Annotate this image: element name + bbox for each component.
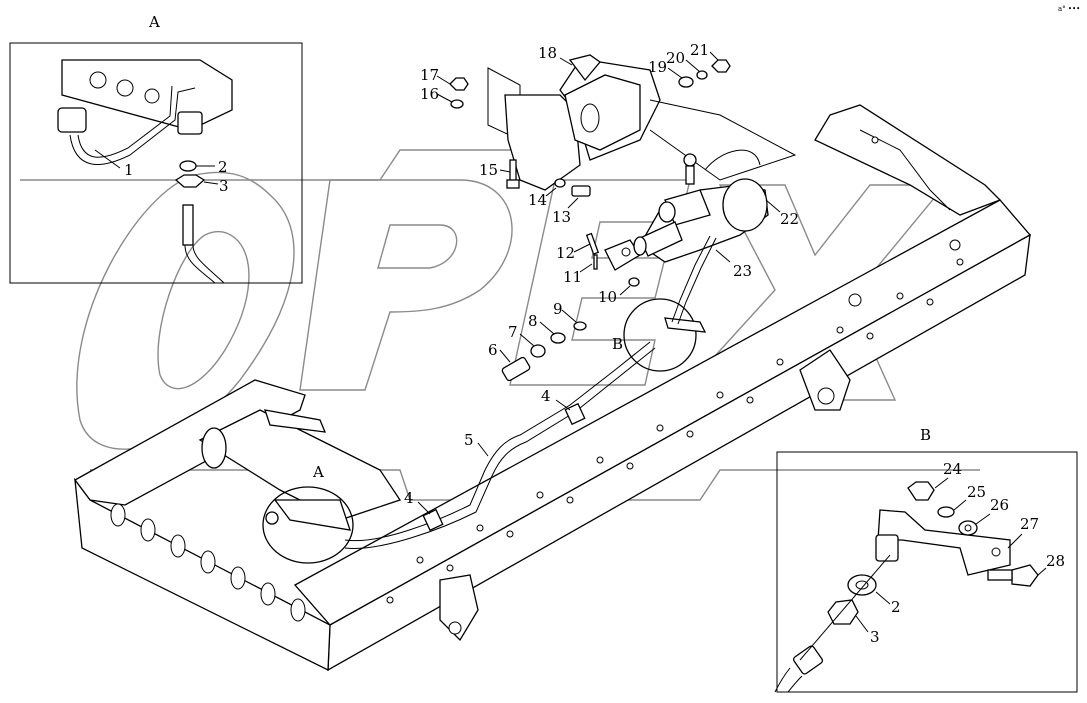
callout-2: 2 [218,158,228,176]
callout-4a: 4 [404,489,414,507]
callout-22: 22 [780,210,799,228]
view-marker-a: A [312,463,324,481]
callout-16: 16 [420,85,439,103]
callout-28: 28 [1046,552,1065,570]
callout-20: 20 [666,49,685,67]
callout-13: 13 [552,208,571,226]
callout-25: 25 [967,483,986,501]
view-b-circle [623,298,697,372]
callout-26: 26 [990,496,1009,514]
chassis-frame [74,104,1032,672]
callout-10: 10 [598,288,617,306]
callout-b2: 2 [891,598,901,616]
inset-b-title: B [920,426,931,444]
inset-a: A 1 2 3 [9,13,303,284]
callout-3: 3 [219,177,229,195]
callout-11: 11 [563,268,582,286]
callout-24: 24 [943,460,962,478]
callout-7: 7 [508,323,518,341]
callout-23: 23 [733,262,752,280]
view-marker-b: B [612,335,623,353]
callout-9: 9 [553,300,563,318]
view-a-circle [262,486,354,564]
callout-b3: 3 [870,628,880,646]
callout-27: 27 [1020,515,1039,533]
callout-18: 18 [538,44,557,62]
callout-19: 19 [648,58,667,76]
callout-6: 6 [488,341,498,359]
callout-15: 15 [479,161,498,179]
bracket-assembly: 13 14 15 16 17 18 19 20 21 [420,41,797,226]
callout-8: 8 [528,312,538,330]
inset-a-frame [9,42,303,284]
inset-b: B 24 25 26 27 2 [774,426,1078,693]
callout-12: 12 [556,244,575,262]
callout-4b: 4 [541,387,551,405]
callout-14: 14 [528,191,547,209]
clutch-booster: 22 23 [633,149,799,325]
callout-1: 1 [124,161,134,179]
clutch-pipe [344,341,656,549]
inset-a-title: A [148,13,160,31]
corner-mark: a° ••• [1058,5,1080,13]
callout-5: 5 [464,431,474,449]
inset-b-frame [776,451,1078,693]
fittings: 6 7 8 9 10 11 12 [488,232,641,382]
callout-21: 21 [690,41,709,59]
callout-17: 17 [420,66,439,84]
